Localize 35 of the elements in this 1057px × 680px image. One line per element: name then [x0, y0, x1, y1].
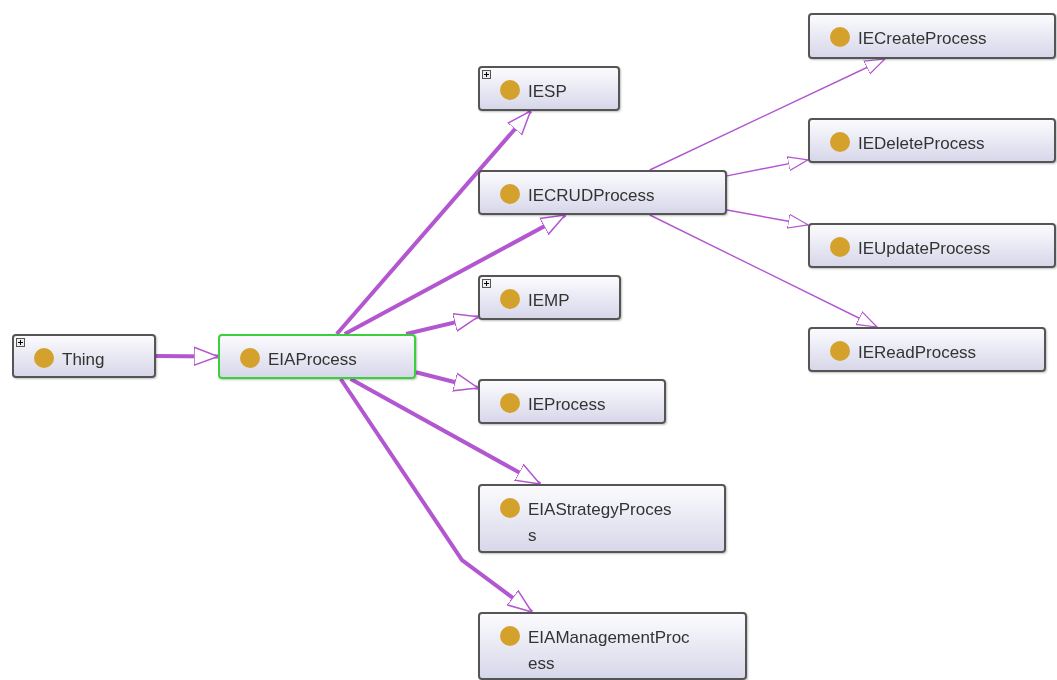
class-name: IEMP: [528, 290, 570, 312]
class-box: [12, 334, 156, 378]
class-name: EIAManagementProcess: [528, 627, 691, 675]
class-box: [478, 379, 666, 424]
class-box: [808, 223, 1056, 268]
class-name: IEUpdateProcess: [858, 238, 991, 260]
subclass-arrow: [649, 58, 886, 171]
class-box: [808, 327, 1046, 372]
subclass-arrow: [726, 209, 809, 229]
subclass-arrow: [339, 377, 533, 614]
class-box: [218, 334, 416, 379]
class-box: [478, 612, 747, 680]
subclass-arrow: [415, 370, 479, 392]
class-name: EIAProcess: [268, 349, 357, 371]
subclass-arrow: [343, 213, 567, 336]
class-name: IEProcess: [528, 394, 606, 416]
class-box: [478, 170, 727, 215]
subclass-arrow: [335, 109, 533, 336]
class-box: [808, 118, 1056, 163]
subclass-arrow: [156, 346, 219, 367]
class-name: IECRUDProcess: [528, 185, 655, 207]
class-name: IEReadProcess: [858, 342, 977, 364]
class-box: [808, 13, 1056, 59]
subclass-arrow: [349, 377, 541, 486]
class-name: IEDeleteProcess: [858, 133, 985, 155]
subclass-arrow: [649, 214, 878, 328]
class-name: IECreateProcess: [858, 28, 987, 50]
class-box: [478, 275, 621, 320]
subclass-arrow: [726, 156, 809, 177]
subclass-arrow: [405, 312, 479, 336]
class-name: IESP: [528, 81, 567, 103]
class-box: [478, 66, 620, 111]
class-box: [478, 484, 726, 553]
class-name: EIAStrategyProcess: [528, 499, 673, 547]
class-name: Thing: [62, 349, 105, 371]
